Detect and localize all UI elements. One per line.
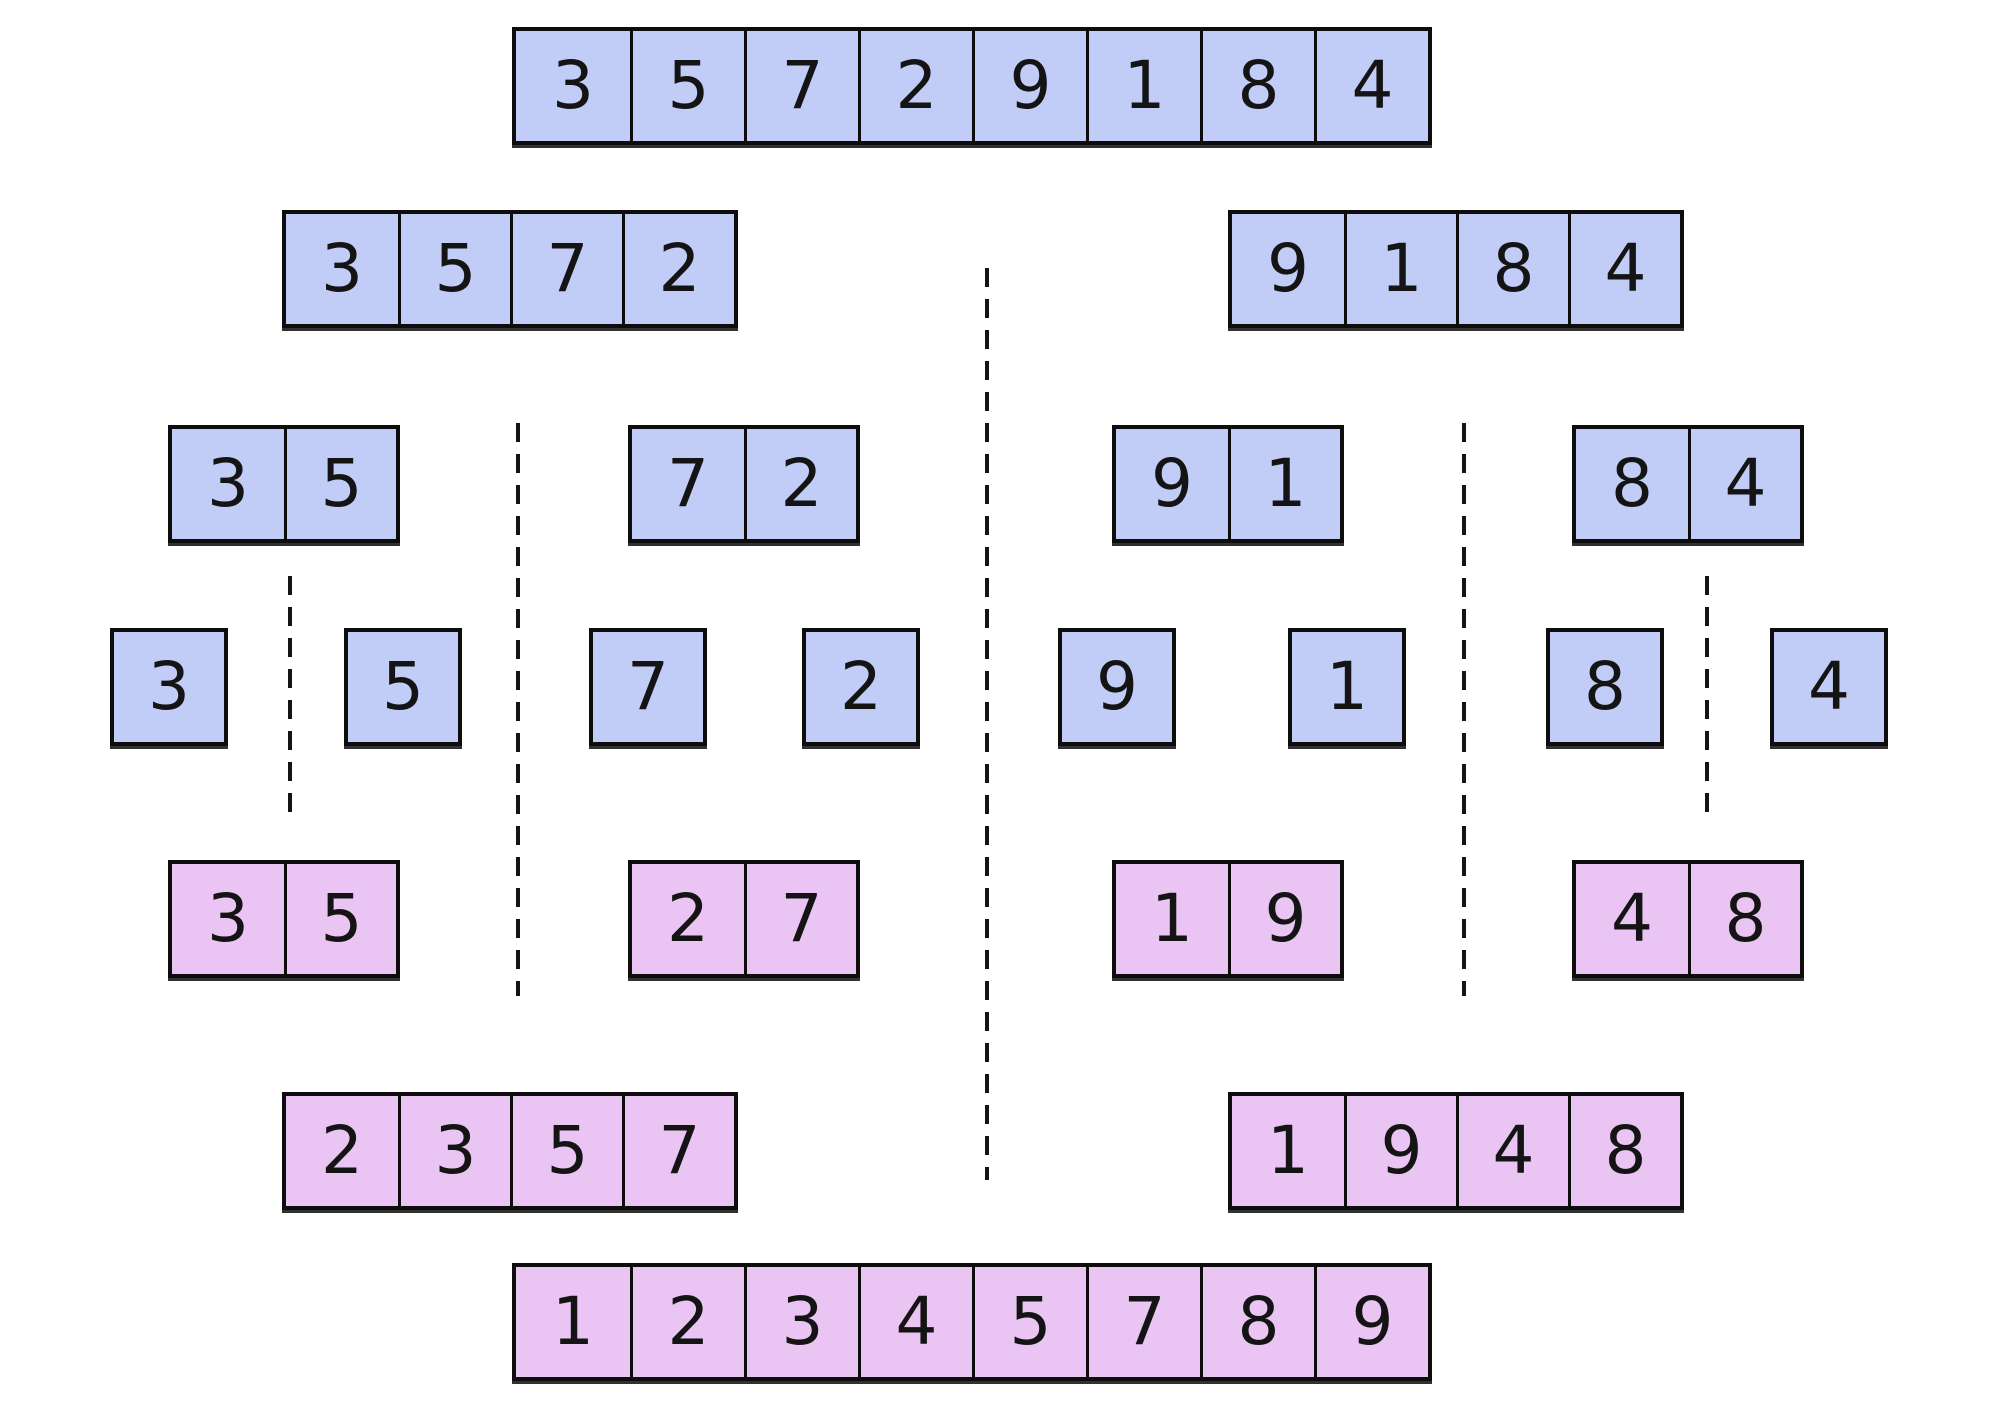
array-cell: 2: [840, 648, 882, 725]
array-cell: 4: [1456, 1096, 1568, 1206]
divide-singles-group: 9: [1058, 628, 1176, 746]
array-cell: 3: [398, 1096, 510, 1206]
split-divider-right: [1462, 423, 1466, 996]
divide-singles-group: 4: [1770, 628, 1888, 746]
array-cell: 2: [321, 1112, 363, 1189]
array-cell: 2: [667, 880, 709, 957]
array-cell: 2: [622, 214, 734, 324]
array-cell: 1: [1228, 429, 1340, 539]
array-cell: 5: [630, 31, 744, 141]
array-cell: 3: [148, 648, 190, 725]
array-cell: 7: [667, 445, 709, 522]
array-cell: 8: [1568, 1096, 1680, 1206]
array-cell: 5: [284, 429, 396, 539]
array-cell: 1: [1326, 648, 1368, 725]
array-cell: 8: [1200, 1267, 1314, 1377]
array-cell: 7: [627, 648, 669, 725]
array-cell: 4: [1314, 31, 1428, 141]
array-cell: 8: [1200, 31, 1314, 141]
array-cell: 8: [1688, 864, 1800, 974]
split-divider-left: [516, 423, 520, 996]
array-cell: 4: [1611, 880, 1653, 957]
array-cell: 1: [1086, 31, 1200, 141]
array-cell: 4: [1688, 429, 1800, 539]
divide-singles-group: 2: [802, 628, 920, 746]
array-cell: 1: [1344, 214, 1456, 324]
array-cell: 3: [552, 47, 594, 124]
array-cell: 7: [744, 31, 858, 141]
array-cell: 3: [207, 445, 249, 522]
array-cell: 4: [858, 1267, 972, 1377]
divide-singles-group: 7: [589, 628, 707, 746]
array-cell: 8: [1584, 648, 1626, 725]
array-cell: 9: [1344, 1096, 1456, 1206]
array-cell: 1: [1151, 880, 1193, 957]
split-divider-right-inner: [1705, 576, 1709, 814]
array-cell: 3: [207, 880, 249, 957]
array-cell: 5: [398, 214, 510, 324]
divide-singles-group: 5: [344, 628, 462, 746]
divide-singles-group: 8: [1546, 628, 1664, 746]
array-cell: 2: [744, 429, 856, 539]
array-cell: 7: [1086, 1267, 1200, 1377]
array-cell: 7: [622, 1096, 734, 1206]
array-cell: 3: [744, 1267, 858, 1377]
array-cell: 9: [1267, 230, 1309, 307]
array-cell: 5: [510, 1096, 622, 1206]
array-cell: 8: [1611, 445, 1653, 522]
array-cell: 3: [321, 230, 363, 307]
array-cell: 9: [1096, 648, 1138, 725]
divide-singles-group: 3: [110, 628, 228, 746]
array-cell: 2: [630, 1267, 744, 1377]
array-cell: 7: [744, 864, 856, 974]
array-cell: 1: [552, 1283, 594, 1360]
array-cell: 9: [1228, 864, 1340, 974]
array-cell: 4: [1568, 214, 1680, 324]
array-cell: 4: [1808, 648, 1850, 725]
array-cell: 5: [972, 1267, 1086, 1377]
array-cell: 7: [510, 214, 622, 324]
array-cell: 9: [1314, 1267, 1428, 1377]
array-cell: 1: [1267, 1112, 1309, 1189]
array-cell: 5: [284, 864, 396, 974]
array-cell: 2: [858, 31, 972, 141]
array-cell: 5: [382, 648, 424, 725]
array-cell: 9: [972, 31, 1086, 141]
split-divider-left-inner: [288, 576, 292, 814]
array-cell: 9: [1151, 445, 1193, 522]
array-cell: 8: [1456, 214, 1568, 324]
split-divider-center: [985, 268, 989, 1180]
divide-singles-group: 1: [1288, 628, 1406, 746]
